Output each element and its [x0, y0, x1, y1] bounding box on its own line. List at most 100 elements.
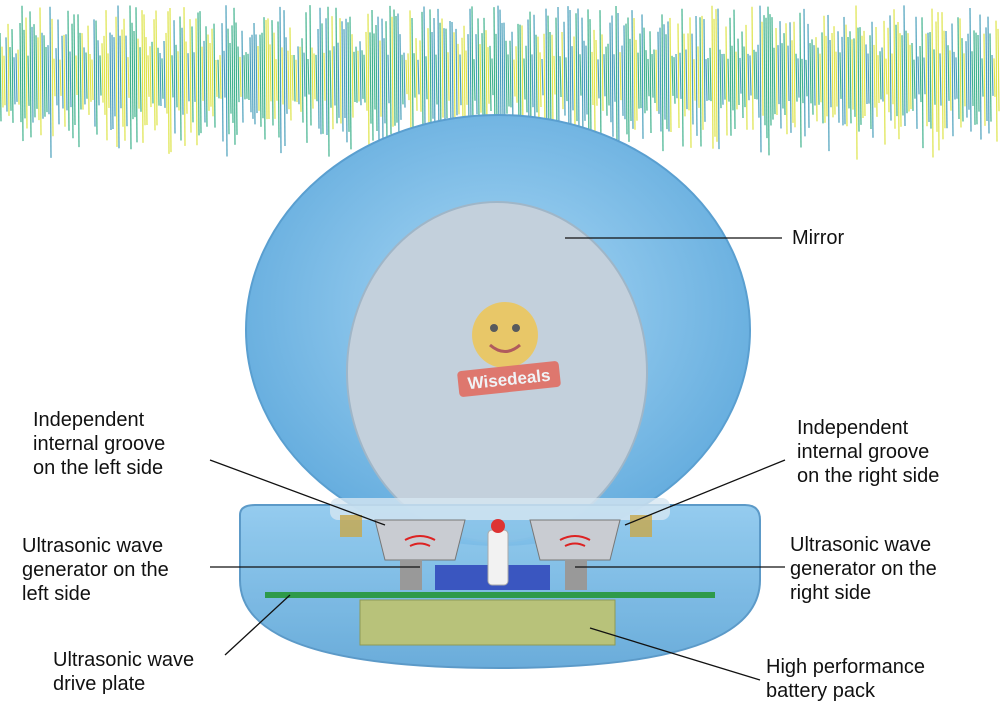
waveform-stroke [225, 5, 228, 157]
waveform-stroke [651, 54, 654, 98]
waveform-stroke [915, 16, 918, 129]
waveform-stroke [917, 56, 920, 95]
waveform-stroke [941, 12, 944, 140]
waveform-stroke [421, 11, 424, 129]
waveform-stroke [221, 23, 224, 142]
waveform-stroke [399, 34, 402, 120]
tray [330, 498, 670, 520]
waveform-stroke [907, 33, 910, 112]
waveform-stroke [335, 7, 338, 124]
waveform-stroke [169, 7, 172, 153]
battery-pack [359, 599, 616, 646]
waveform-stroke [883, 20, 886, 145]
waveform-stroke [257, 45, 260, 111]
waveform-stroke [901, 35, 904, 116]
label-line: battery pack [766, 680, 875, 702]
waveform-stroke [309, 5, 312, 126]
waveform-stroke [147, 55, 150, 97]
label-line: right side [790, 582, 872, 604]
waveform-stroke [387, 54, 390, 104]
waveform-stroke [287, 50, 290, 110]
waveform-stroke [479, 44, 482, 113]
waveform-stroke [425, 56, 428, 100]
waveform-stroke [645, 50, 648, 111]
waveform-stroke [733, 9, 736, 130]
waveform-stroke [529, 11, 532, 136]
waveform-stroke [597, 59, 600, 99]
waveform-stroke [741, 31, 744, 118]
waveform-stroke [63, 34, 66, 127]
waveform-stroke [237, 46, 240, 103]
waveform-stroke [607, 43, 610, 106]
waveform-stroke [197, 12, 200, 136]
waveform-stroke [697, 46, 700, 108]
waveform-stroke [687, 33, 690, 111]
waveform-stroke [867, 53, 870, 104]
waveform-stroke [73, 14, 76, 125]
waveform-stroke [19, 23, 22, 123]
indicator-led [487, 529, 509, 586]
waveform-stroke [593, 29, 596, 133]
waveform-stroke [877, 55, 880, 103]
waveform-stroke [79, 32, 82, 110]
waveform-stroke [993, 58, 996, 97]
waveform-stroke [377, 16, 380, 141]
waveform-stroke [327, 6, 330, 157]
waveform-stroke [913, 59, 916, 99]
waveform-stroke [903, 5, 906, 126]
waveform-stroke [705, 59, 708, 101]
waveform-stroke [469, 8, 472, 124]
waveform-stroke [413, 53, 416, 98]
waveform-stroke [831, 32, 834, 118]
waveform-stroke [815, 37, 818, 122]
waveform-stroke [559, 56, 562, 98]
waveform-stroke [175, 44, 178, 108]
waveform-stroke [865, 44, 868, 104]
waveform-stroke [719, 49, 722, 109]
waveform-stroke [743, 46, 746, 108]
waveform-stroke [889, 15, 892, 121]
waveform-stroke [613, 54, 616, 102]
waveform-stroke [833, 26, 836, 115]
waveform-stroke [279, 6, 282, 154]
waveform-stroke [451, 21, 454, 119]
waveform-stroke [409, 10, 412, 142]
waveform-stroke [299, 46, 302, 112]
waveform-stroke [417, 59, 420, 95]
waveform-stroke [711, 5, 714, 149]
waveform-stroke [273, 32, 276, 119]
waveform-stroke [643, 27, 646, 114]
waveform-stroke [981, 58, 984, 97]
waveform-stroke [217, 59, 220, 99]
waveform-stroke [491, 58, 494, 96]
waveform-stroke [805, 59, 808, 97]
waveform-stroke [303, 52, 306, 97]
waveform-stroke [427, 28, 430, 128]
waveform-stroke [93, 19, 96, 127]
waveform-stroke [171, 55, 174, 98]
waveform-stroke [933, 49, 936, 105]
label-line: Ultrasonic wave [53, 649, 195, 671]
waveform-stroke [371, 9, 374, 141]
waveform-stroke [661, 14, 664, 152]
waveform-stroke [191, 26, 194, 123]
waveform-stroke [135, 7, 138, 143]
waveform-stroke [885, 58, 888, 95]
waveform-stroke [657, 31, 660, 114]
waveform-stroke [951, 23, 954, 137]
waveform-stroke [151, 41, 154, 104]
waveform-stroke [313, 53, 316, 100]
waveform-stroke [787, 45, 790, 101]
leader-lines [209, 237, 786, 681]
waveform-stroke [627, 17, 630, 142]
waveform-stroke [755, 51, 758, 100]
waveform-stroke [551, 34, 554, 129]
waveform-stroke [419, 40, 422, 112]
waveform-stroke [749, 55, 752, 96]
waveform-stroke [247, 53, 250, 101]
waveform-stroke [937, 12, 940, 151]
waveform-stroke [305, 12, 308, 143]
waveform-stroke [325, 18, 328, 136]
waveform-stroke [347, 22, 350, 132]
waveform-stroke [81, 33, 84, 110]
